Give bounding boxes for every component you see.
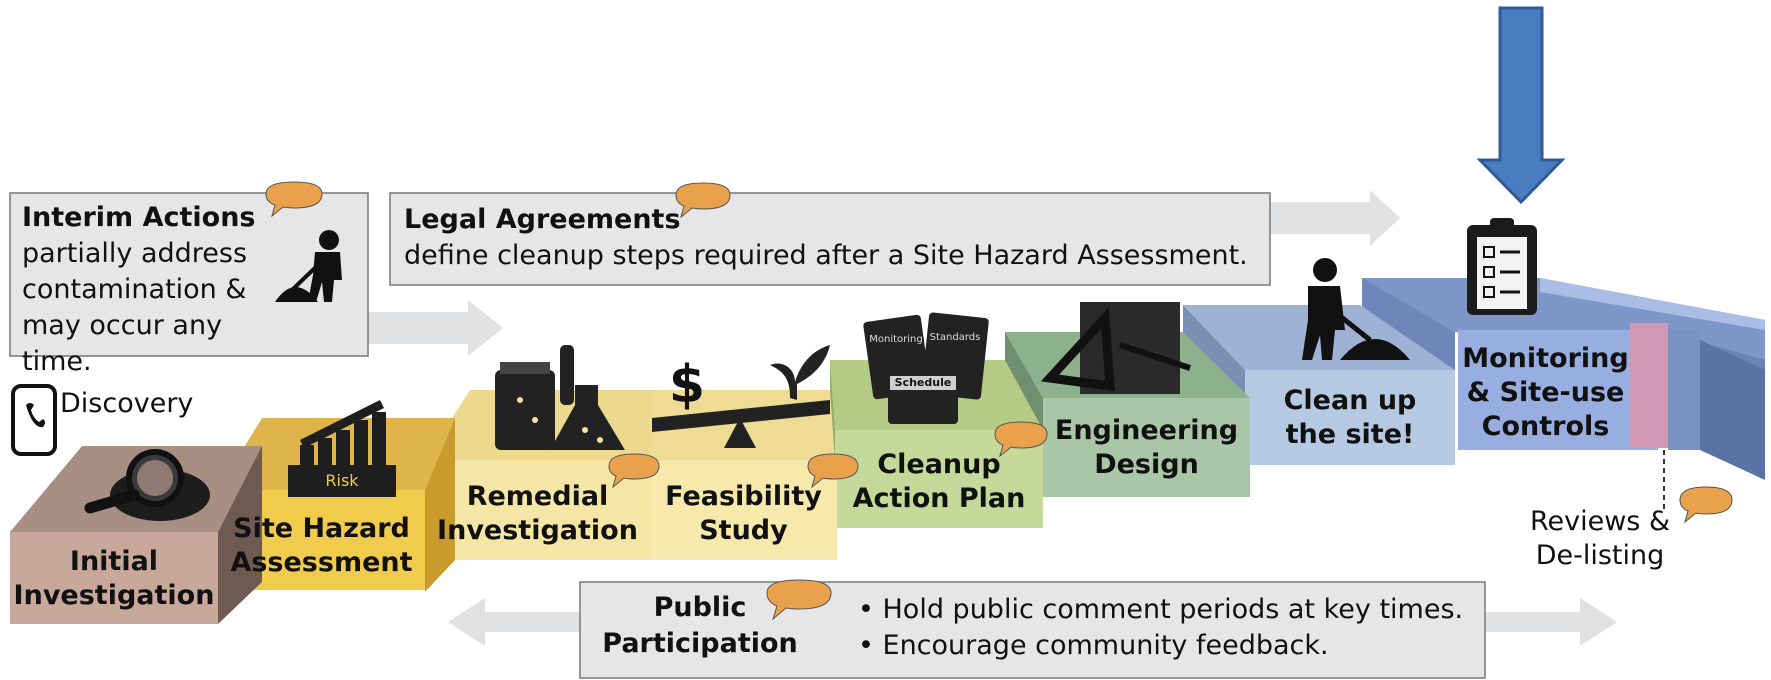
drafting-tools-icon (1040, 302, 1191, 394)
public-participation-title: Public Participation (600, 590, 800, 662)
worker-shovel-icon (1302, 258, 1410, 360)
speech-bubble-icon (608, 453, 660, 489)
interim-actions-line-1: partially address (22, 238, 248, 269)
public-participation-box (579, 581, 1486, 679)
legal-agreements-arrow (1270, 190, 1400, 246)
public-participation-bullet-1: • Hold public comment periods at key tim… (858, 594, 1464, 625)
risk-label: Risk (325, 471, 359, 490)
interim-actions-arrow (368, 300, 503, 356)
legal-agreements-title: Legal Agreements (404, 204, 681, 235)
interim-actions-line-2: contamination & (22, 274, 247, 305)
dollar-sign: $ (669, 355, 705, 415)
lab-beakers-icon (495, 345, 625, 450)
standards-doc-label: Standards (930, 332, 981, 343)
legal-agreements-description: define cleanup steps required after a Si… (404, 240, 1248, 271)
public-participation-bullets: • Hold public comment periods at key tim… (858, 592, 1478, 664)
public-participation-title-line-1: Public (653, 592, 747, 623)
clipboard-checklist-icon (1467, 218, 1537, 315)
public-participation-bullet-2: • Encourage community feedback. (858, 630, 1329, 661)
risk-chart-icon (288, 400, 396, 497)
schedule-doc-label: Schedule (895, 376, 952, 389)
interim-actions-text: Interim Actions partially address contam… (22, 200, 262, 380)
down-arrow (1476, 6, 1566, 205)
interim-actions-line-3: may occur any time. (22, 310, 223, 377)
legal-agreements-text: Legal Agreements define cleanup steps re… (404, 202, 1264, 274)
worker-digging-icon (275, 230, 342, 302)
speech-bubble-icon (766, 579, 832, 621)
speech-bubble-icon (675, 182, 731, 219)
speech-bubble-icon (807, 453, 859, 489)
interim-actions-title: Interim Actions (22, 202, 256, 233)
balance-scale-icon (652, 345, 830, 448)
magnifying-glass-icon (84, 449, 210, 521)
speech-bubble-icon (1679, 486, 1733, 524)
speech-bubble-icon (994, 421, 1048, 458)
documents-icon (863, 312, 989, 424)
phone-icon (11, 384, 57, 456)
reviews-label: Reviews &De-listing (1529, 506, 1671, 571)
monitoring-doc-label: Monitoring (869, 334, 922, 345)
discovery-label: Discovery (60, 388, 194, 419)
public-participation-title-line-2: Participation (602, 628, 798, 659)
legal-agreements-box (389, 192, 1271, 286)
speech-bubble-icon (265, 181, 323, 218)
